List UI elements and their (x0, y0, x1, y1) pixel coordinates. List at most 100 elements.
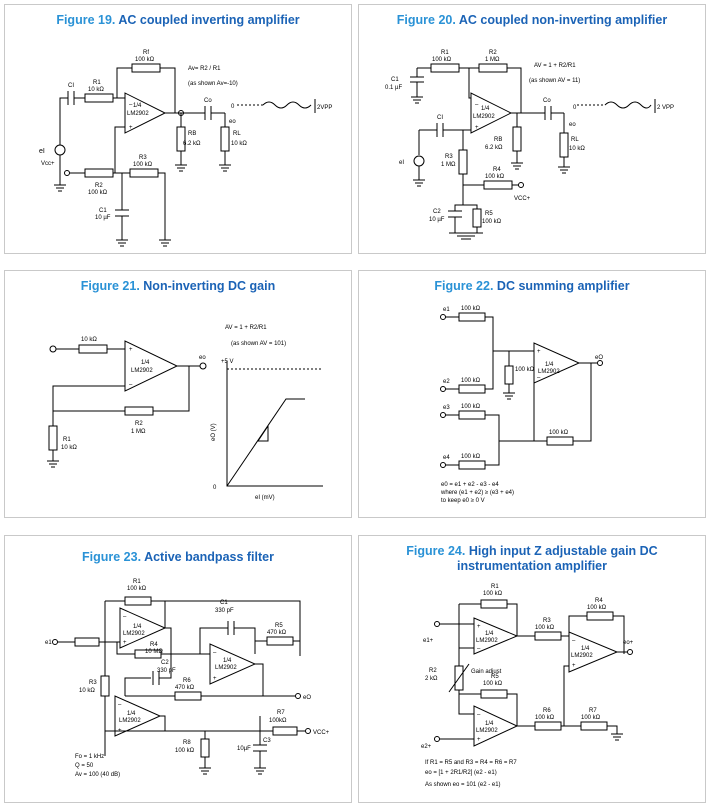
opamp-3 (114, 695, 162, 737)
svg-text:LM2902: LM2902 (476, 728, 498, 734)
svg-text:C3: C3 (263, 738, 271, 744)
svg-text:(as shown Av=-10): (as shown Av=-10) (188, 81, 238, 87)
svg-text:1 MΩ: 1 MΩ (485, 57, 500, 63)
resistor-rl (559, 132, 569, 158)
svg-text:100 kΩ: 100 kΩ (133, 162, 153, 168)
svg-text:100 kΩ: 100 kΩ (432, 57, 452, 63)
svg-text:R8: R8 (183, 740, 191, 746)
svg-text:2 VPP: 2 VPP (657, 105, 674, 111)
svg-text:LM2902: LM2902 (473, 114, 495, 120)
resistor-r7 (272, 726, 298, 736)
svg-text:R3: R3 (445, 154, 453, 160)
svg-text:If R1 = R5 and R3 = R4 = R6 =: If R1 = R5 and R3 = R4 = R6 = R7 (425, 760, 517, 766)
svg-text:eo+: eo+ (623, 640, 634, 646)
svg-text:RL: RL (233, 131, 241, 137)
svg-text:LM2902: LM2902 (538, 369, 560, 375)
svg-text:1/4: 1/4 (481, 106, 490, 112)
svg-text:–: – (537, 375, 541, 381)
svg-text:R2: R2 (489, 50, 497, 56)
svg-text:100 kΩ: 100 kΩ (483, 681, 503, 687)
resistor-feedback (546, 436, 574, 446)
figure-20-schematic: –+ 1/4 LM2902 R1 100 kΩ R2 1 MΩ AV = 1 +… (385, 50, 674, 240)
svg-text:eI: eI (39, 148, 45, 155)
svg-text:100 kΩ: 100 kΩ (461, 404, 481, 410)
svg-text:R5: R5 (275, 623, 283, 629)
resistor-rb (176, 126, 186, 152)
svg-text:100 kΩ: 100 kΩ (485, 174, 505, 180)
svg-text:+: + (129, 347, 133, 353)
svg-text:–: – (213, 650, 217, 656)
svg-text:6.2 kΩ: 6.2 kΩ (485, 145, 503, 151)
svg-text:100 kΩ: 100 kΩ (515, 367, 535, 373)
svg-text:C1: C1 (99, 208, 107, 214)
resistor-rl (220, 126, 230, 152)
resistor-r4 (134, 649, 162, 659)
resistor-input (78, 344, 108, 354)
figure-21-schematic: 10 kΩ +– 1/4 LM2902 eo R2 1 MΩ R1 10 kΩ … (47, 325, 323, 501)
resistor-r1 (480, 599, 508, 609)
svg-text:e2+: e2+ (421, 744, 432, 750)
svg-text:10 MΩ: 10 MΩ (145, 649, 163, 655)
svg-text:eO: eO (303, 695, 311, 701)
svg-text:AV = 1 + R2/R1: AV = 1 + R2/R1 (534, 63, 576, 69)
svg-text:100 kΩ: 100 kΩ (535, 715, 555, 721)
resistor-r1 (430, 63, 460, 73)
svg-text:10 kΩ: 10 kΩ (569, 146, 585, 152)
svg-text:LM2902: LM2902 (215, 665, 237, 671)
svg-text:Co: Co (543, 98, 551, 104)
opamp-symbol (124, 92, 167, 134)
svg-text:Av= R2 / R1: Av= R2 / R1 (188, 66, 221, 72)
svg-text:1/4: 1/4 (223, 658, 232, 664)
svg-text:R3: R3 (543, 618, 551, 624)
svg-text:100 kΩ: 100 kΩ (135, 57, 155, 63)
svg-text:(as shown AV = 11): (as shown AV = 11) (529, 78, 580, 84)
source-symbol (54, 144, 66, 156)
figure-21-title: Figure 21. Non-inverting DC gain (80, 279, 276, 293)
svg-text:0.1 µF: 0.1 µF (385, 85, 402, 91)
svg-text:LM2902: LM2902 (123, 631, 145, 637)
svg-text:R7: R7 (589, 708, 597, 714)
opamp-1 (473, 617, 519, 655)
svg-text:Vcc+: Vcc+ (41, 161, 55, 167)
svg-text:1 MΩ: 1 MΩ (131, 429, 146, 435)
svg-text:e3: e3 (443, 405, 450, 411)
svg-text:LM2902: LM2902 (571, 653, 593, 659)
opamp-2 (473, 705, 519, 747)
svg-text:Av = 100 (40 dB): Av = 100 (40 dB) (75, 772, 120, 778)
svg-text:R4: R4 (493, 167, 501, 173)
svg-text:10 kΩ: 10 kΩ (81, 337, 97, 343)
svg-text:Gain adjust: Gain adjust (471, 669, 502, 675)
figure-20-panel: Figure 20. AC coupled non-inverting ampl… (358, 4, 706, 254)
resistor-r2 (478, 63, 508, 73)
svg-text:100 kΩ: 100 kΩ (535, 625, 555, 631)
transfer-curve (226, 398, 305, 487)
opamp-symbol (533, 342, 581, 384)
figure-22-schematic: e1 100 kΩ e2 100 kΩ 100 kΩ +– 1/4 LM2902… (440, 306, 603, 504)
svg-text:100 kΩ: 100 kΩ (482, 219, 502, 225)
svg-text:AV = 1 + R2/R1: AV = 1 + R2/R1 (225, 325, 267, 331)
resistor-e2 (458, 384, 486, 394)
resistor-r4 (483, 180, 513, 190)
svg-text:+: + (129, 125, 133, 131)
svg-text:R2: R2 (95, 183, 103, 189)
svg-text:10 µF: 10 µF (429, 217, 445, 223)
svg-text:RB: RB (188, 131, 196, 137)
svg-text:+5 V: +5 V (221, 359, 234, 365)
opamp-part: LM2902 (127, 111, 149, 117)
svg-text:100kΩ: 100kΩ (269, 718, 287, 724)
svg-text:e2: e2 (443, 379, 450, 385)
svg-text:10 kΩ: 10 kΩ (79, 688, 95, 694)
figure-19-schematic: –+ 1/4 LM2902 eI CI R1 10 kΩ Rf 100 kΩ A… (39, 50, 332, 247)
resistor-e4 (458, 460, 486, 470)
figure-21-panel: Figure 21. Non-inverting DC gain 10 kΩ +… (4, 270, 352, 518)
resistor-r8 (200, 738, 210, 758)
svg-text:1/4: 1/4 (133, 624, 142, 630)
graph-axes (226, 361, 323, 487)
svg-text:0: 0 (213, 485, 217, 491)
svg-text:–: – (118, 702, 122, 708)
svg-text:100 kΩ: 100 kΩ (581, 715, 601, 721)
figure-24-schematic: R1 100 kΩ +– 1/4 LM2902 e1+ R2 2 kΩ Gain… (421, 584, 634, 788)
svg-text:eo: eo (199, 355, 206, 361)
svg-text:10µF: 10µF (237, 746, 251, 752)
svg-text:2 kΩ: 2 kΩ (425, 676, 438, 682)
